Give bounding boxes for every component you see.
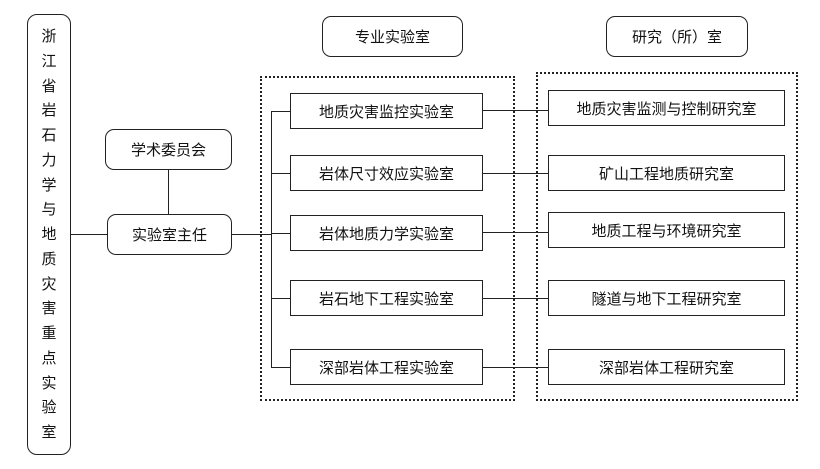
- lab-to-institute-connector: [483, 367, 548, 368]
- institute-box-label: 隧道与地下工程研究室: [591, 289, 742, 308]
- root-title-char: 灾: [41, 274, 57, 293]
- lab-to-institute-connector: [483, 173, 548, 174]
- labs-group-frame: [260, 76, 515, 401]
- institute-box-label: 地质灾害监测与控制研究室: [576, 99, 757, 118]
- bus-to-lab-connector: [272, 367, 290, 368]
- institutes-header: 研究（所）室: [606, 16, 748, 57]
- root-title-char: 重: [41, 324, 57, 342]
- lab-box: 深部岩体工程实验室: [290, 349, 483, 385]
- root-title-char: 岩: [41, 101, 57, 120]
- bus-to-lab-connector: [272, 111, 290, 112]
- institute-box: 隧道与地下工程研究室: [548, 280, 785, 316]
- root-title-char: 浙: [41, 27, 57, 45]
- root-title-char: 室: [41, 423, 57, 441]
- lab-box: 岩体尺寸效应实验室: [290, 155, 483, 191]
- root-title-char: 点: [41, 348, 57, 367]
- bus-to-lab-connector: [272, 298, 290, 299]
- root-title-char: 地: [41, 225, 57, 243]
- institute-box-label: 矿山工程地质研究室: [598, 164, 734, 183]
- root-title-char: 省: [41, 76, 57, 95]
- institute-box: 矿山工程地质研究室: [548, 155, 785, 191]
- director-to-bus-connector: [232, 234, 272, 235]
- root-title-char: 害: [41, 299, 57, 318]
- labs-header: 专业实验室: [322, 16, 463, 57]
- lab-box-label: 岩石地下工程实验室: [318, 289, 454, 308]
- lab-box: 地质灾害监控实验室: [290, 93, 483, 129]
- lab-to-institute-connector: [483, 232, 548, 233]
- lab-box-label: 地质灾害监控实验室: [318, 102, 454, 121]
- lab-bus-vertical: [271, 111, 272, 368]
- committee-connector: [168, 170, 169, 214]
- lab-box-label: 岩体地质力学实验室: [318, 224, 454, 243]
- root-title-char: 石: [41, 126, 57, 144]
- bus-to-lab-connector: [272, 233, 290, 234]
- root-title-char: 验: [41, 398, 57, 417]
- root-title-char: 与: [41, 200, 57, 219]
- root-title-char: 学: [41, 175, 57, 194]
- root-to-director-connector: [71, 234, 107, 235]
- institute-box: 深部岩体工程研究室: [548, 349, 785, 385]
- labs-header-label: 专业实验室: [354, 28, 430, 46]
- director-box: 实验室主任: [107, 214, 232, 255]
- lab-box-label: 深部岩体工程实验室: [318, 358, 454, 377]
- committee-label: 学术委员会: [130, 141, 206, 159]
- committee-box: 学术委员会: [105, 129, 232, 170]
- lab-box: 岩石地下工程实验室: [290, 280, 483, 316]
- institute-box-label: 地质工程与环境研究室: [591, 221, 742, 240]
- root-title-char: 质: [41, 249, 57, 268]
- lab-to-institute-connector: [483, 110, 548, 111]
- root-title-char: 实: [41, 373, 57, 392]
- director-label: 实验室主任: [131, 226, 207, 244]
- institutes-header-label: 研究（所）室: [631, 28, 722, 46]
- root-title-char: 力: [41, 150, 57, 169]
- institute-box: 地质灾害监测与控制研究室: [548, 90, 785, 126]
- institute-box: 地质工程与环境研究室: [548, 212, 785, 248]
- root-org-box: 浙江省岩石力学与地质灾害重点实验室: [27, 14, 71, 455]
- lab-to-institute-connector: [483, 298, 548, 299]
- lab-box: 岩体地质力学实验室: [290, 215, 483, 251]
- bus-to-lab-connector: [272, 173, 290, 174]
- root-title-char: 江: [41, 51, 57, 70]
- institute-box-label: 深部岩体工程研究室: [598, 358, 734, 377]
- lab-box-label: 岩体尺寸效应实验室: [318, 164, 454, 183]
- institutes-group-frame: [536, 72, 798, 401]
